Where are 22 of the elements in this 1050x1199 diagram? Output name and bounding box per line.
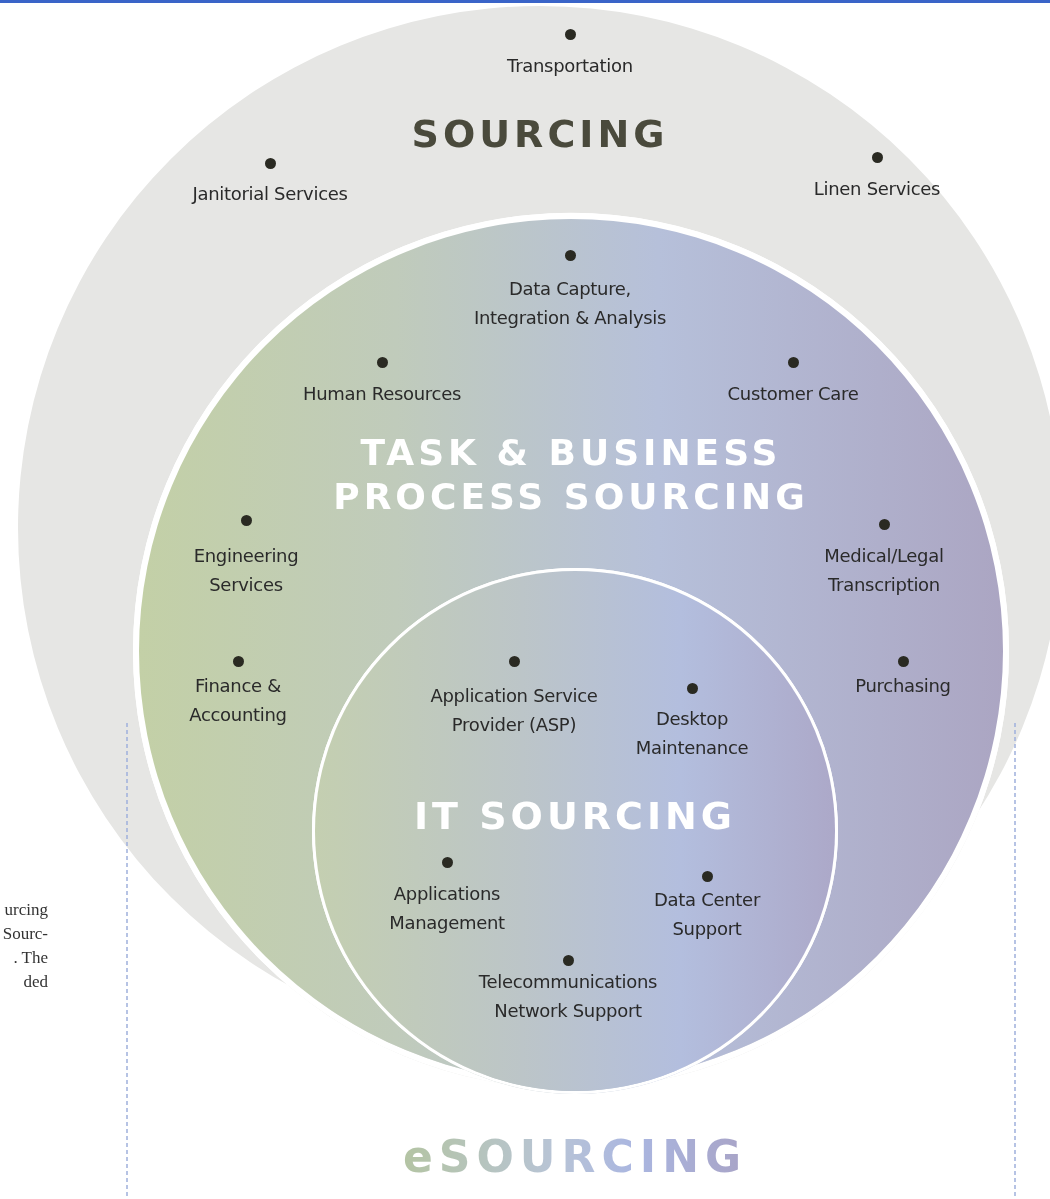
- item-label: Janitorial Services: [190, 182, 349, 206]
- text-fragment: ded: [23, 972, 48, 992]
- item-label: Customer Care: [726, 382, 860, 406]
- item-label: Medical/Legal Transcription: [823, 544, 945, 597]
- circle-title: IT SOURCING: [412, 793, 738, 840]
- item-label: Finance & Accounting: [188, 674, 288, 727]
- item-label: Transportation: [506, 54, 634, 78]
- item-label: Application Service Provider (ASP): [429, 684, 599, 737]
- item-label: Data Capture, Integration & Analysis: [472, 277, 668, 330]
- item-label: Human Resources: [301, 382, 463, 406]
- text-fragment: Sourc-: [2, 924, 48, 944]
- text-fragment: urcing: [4, 900, 48, 920]
- item-label: Linen Services: [812, 177, 942, 201]
- item-label: Engineering Services: [192, 544, 300, 597]
- item-label: Data Center Support: [653, 888, 762, 941]
- item-label: Applications Management: [388, 882, 506, 935]
- item-label: Desktop Maintenance: [634, 707, 750, 760]
- circle-title: TASK & BUSINESS PROCESS SOURCING: [332, 431, 810, 519]
- item-label: Purchasing: [854, 674, 952, 698]
- circle-title: SOURCING: [410, 111, 670, 158]
- text-fragment: . The: [13, 948, 48, 968]
- item-label: Telecommunications Network Support: [477, 970, 659, 1023]
